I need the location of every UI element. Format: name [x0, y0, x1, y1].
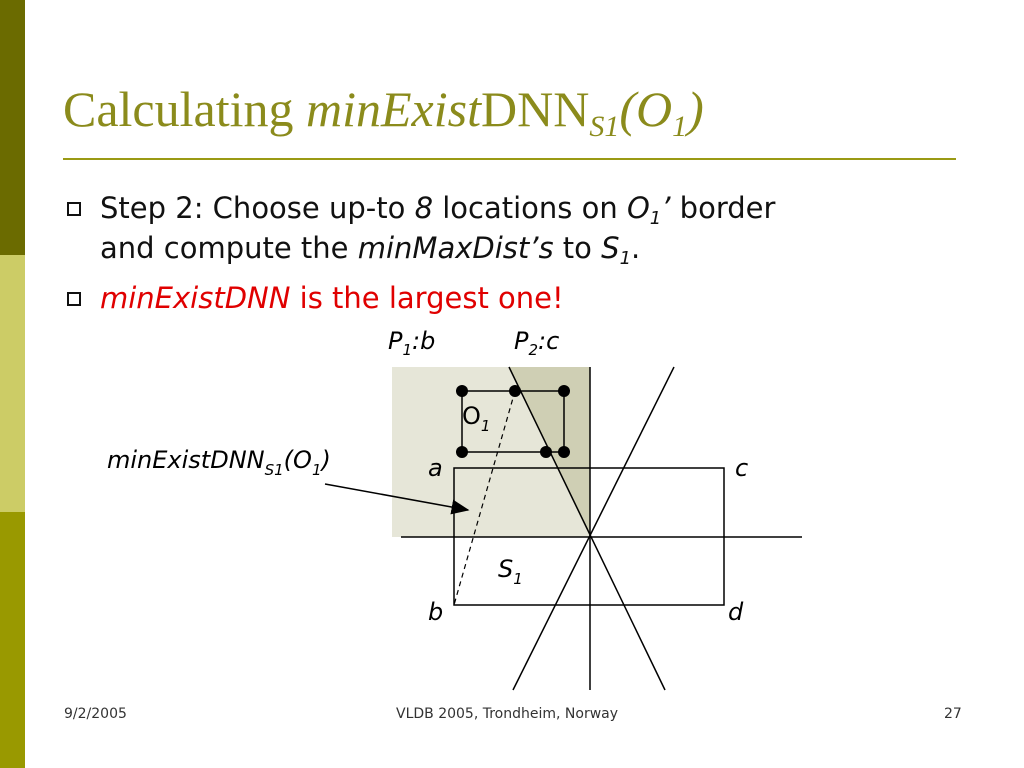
corner-label-c: c [735, 454, 748, 482]
bullet-text: border [670, 191, 776, 225]
label-s1: S1 [498, 555, 523, 588]
page-title: Calculating minExistDNNS1(O1) [63, 84, 704, 142]
diagonal-line-2 [512, 366, 675, 691]
location-dot [558, 385, 570, 397]
corner-label-a: a [428, 454, 443, 482]
bullet-minmaxdist: minMaxDist’s [357, 231, 554, 265]
title-plain: Calculating [63, 81, 306, 137]
sidebar-band-light [0, 255, 25, 512]
bullet-s: S [601, 231, 620, 265]
bullet-text: . [631, 231, 641, 265]
bullet-o-sub: 1 [649, 208, 662, 229]
sidebar-band-mid [0, 512, 25, 768]
bullet-text: and compute the [100, 231, 358, 265]
bullet-step-2-line-1: Step 2: Choose up-to 8 locations on O1’ … [100, 188, 775, 239]
location-dot [456, 385, 468, 397]
footer-venue: VLDB 2005, Trondheim, Norway [396, 706, 619, 722]
callout-label: minExistDNNS1(O1) [107, 446, 331, 479]
bullet-text: is the largest one! [290, 281, 564, 315]
bullet-prime: ’ [661, 191, 671, 225]
bullet-o: O [626, 191, 650, 225]
sidebar-decoration [0, 0, 25, 768]
location-dot [540, 446, 552, 458]
title-close: ) [687, 81, 704, 137]
label-p2: P2:c [514, 327, 559, 359]
location-dot [456, 446, 468, 458]
bullet-square-icon [67, 202, 81, 216]
bullet-s-sub: 1 [619, 248, 632, 269]
label-o1: O1 [462, 402, 490, 435]
title-italic: minExist [306, 81, 481, 137]
s1-rectangle [453, 467, 725, 606]
bullet-number: 8 [414, 191, 434, 225]
location-dot [509, 385, 521, 397]
title-sub: S1 [589, 110, 620, 143]
bullet-text: locations on [433, 191, 627, 225]
footer-date: 9/2/2005 [64, 706, 127, 722]
min-exist-dashed-line [453, 390, 516, 606]
bullet-text: Step 2: Choose up-to [100, 191, 415, 225]
title-divider [63, 158, 956, 160]
footer-page-number: 27 [944, 706, 962, 722]
bullet-step-2-line-2: and compute the minMaxDist’s to S1. [100, 228, 640, 279]
sidebar-band-dark [0, 0, 25, 255]
corner-label-d: d [728, 598, 744, 626]
bullet-square-icon [67, 292, 81, 306]
bullet-minexistdnn: minExistDNN [100, 281, 291, 315]
title-paren-sub: 1 [672, 110, 688, 143]
callout-arrow [324, 483, 470, 515]
title-dnn: DNN [480, 81, 590, 137]
label-p1: P1:b [388, 327, 435, 359]
diagonal-line-1 [508, 366, 666, 691]
bullet-largest: minExistDNN is the largest one! [100, 278, 564, 318]
corner-label-b: b [428, 598, 443, 626]
title-paren: (O [619, 81, 673, 137]
location-dot [558, 446, 570, 458]
bullet-text: to [553, 231, 602, 265]
